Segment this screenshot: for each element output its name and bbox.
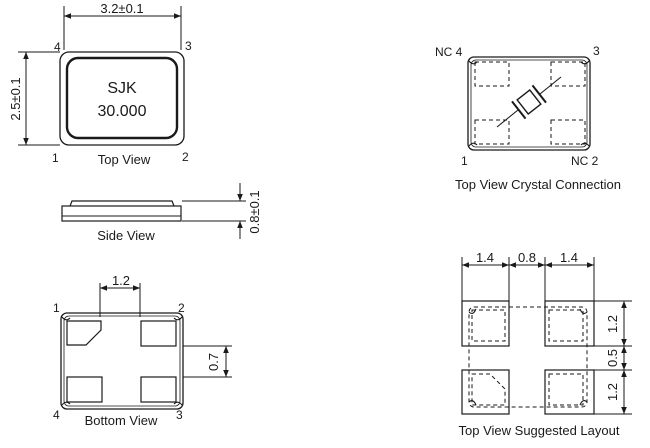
pin-1-label: 1 <box>52 151 59 165</box>
device-pad-4-dashed <box>471 309 506 342</box>
bottom-view-caption: Bottom View <box>85 413 158 428</box>
pin-2-label: NC 2 <box>571 154 599 168</box>
suggested-layout-view: 1.4 0.8 1.4 1.2 0.5 1.2 Top View Suggest… <box>459 250 632 438</box>
suggested-layout-caption: Top View Suggested Layout <box>459 423 620 438</box>
crystal-connection-view: 1 NC 2 3 NC 4 Top View Crystal Connectio… <box>435 44 621 192</box>
package-outline <box>467 56 591 151</box>
connection-line-pin1 <box>496 109 519 128</box>
pin-2-label: 2 <box>178 301 185 315</box>
lid-profile <box>69 200 175 207</box>
crystal-connection-caption: Top View Crystal Connection <box>455 177 621 192</box>
land-pad-3 <box>544 300 595 347</box>
package-inner-edge <box>470 59 588 148</box>
package-body <box>61 205 182 222</box>
crystal-electrode <box>531 84 547 104</box>
crystal-symbol <box>511 84 547 120</box>
land-pad-2 <box>544 369 595 415</box>
bottom-view: 1.2 0.7 1 2 3 4 Bottom View <box>53 273 232 428</box>
pad-gap-label: 0.7 <box>206 353 221 371</box>
package-outline <box>59 51 185 146</box>
width-dimension-label: 3.2±0.1 <box>100 1 143 16</box>
land-pad-4 <box>461 300 510 347</box>
pin-3-label: 3 <box>185 39 192 53</box>
castellation-marks <box>468 308 588 406</box>
pad-2-dashed <box>550 119 586 145</box>
pad-3-dashed <box>550 61 586 87</box>
crystal-body <box>516 89 542 115</box>
top-view-caption: Top View <box>98 152 151 167</box>
dim-label-right-pad: 1.4 <box>560 250 578 265</box>
side-view: 0.8±0.1 Side View <box>61 183 262 243</box>
pin-4-label: 4 <box>53 408 60 422</box>
pin-3-label: 3 <box>176 408 183 422</box>
dim-label-gap: 0.8 <box>518 250 536 265</box>
pad-2 <box>140 320 177 347</box>
marking-brand: SJK <box>107 80 137 97</box>
crystal-electrode <box>511 100 527 120</box>
lid-outline <box>65 56 179 140</box>
pin-4-label: NC 4 <box>435 45 463 59</box>
pad-4-dashed <box>474 61 510 87</box>
package-inner-edge <box>63 315 181 407</box>
pad-4 <box>66 376 103 403</box>
device-pad-3-dashed <box>548 309 584 342</box>
device-pad-2-dashed <box>548 373 584 406</box>
package-outline <box>60 312 184 410</box>
pad-1 <box>66 320 102 346</box>
dim-label-left-pad: 1.4 <box>476 250 494 265</box>
land-pad-1 <box>461 369 510 415</box>
pad-1-dashed <box>474 119 510 145</box>
pad-pitch-label: 1.2 <box>112 273 130 288</box>
marking-frequency: 30.000 <box>98 103 147 120</box>
top-view: 3.2±0.1 2.5±0.1 SJK 30.000 1 2 3 4 Top V… <box>8 1 192 167</box>
dim-label-vgap: 0.5 <box>605 349 620 367</box>
side-view-caption: Side View <box>97 228 155 243</box>
height-dimension-label: 2.5±0.1 <box>8 77 23 120</box>
pad-3 <box>140 376 177 403</box>
pin-1-label: 1 <box>461 154 468 168</box>
pin-1-label: 1 <box>53 301 60 315</box>
pin-2-label: 2 <box>182 150 189 164</box>
dim-label-top-pad: 1.2 <box>605 315 620 333</box>
castellation-marks <box>61 316 183 406</box>
connection-line-pin3 <box>539 76 562 95</box>
pin-4-label: 4 <box>54 40 61 54</box>
device-outline-dashed <box>468 306 588 408</box>
pin-3-label: 3 <box>593 44 600 58</box>
thickness-dimension-label: 0.8±0.1 <box>247 190 262 233</box>
dim-label-bottom-pad: 1.2 <box>605 383 620 401</box>
castellation-marks <box>468 60 590 147</box>
device-pad-1-dashed <box>471 373 506 406</box>
